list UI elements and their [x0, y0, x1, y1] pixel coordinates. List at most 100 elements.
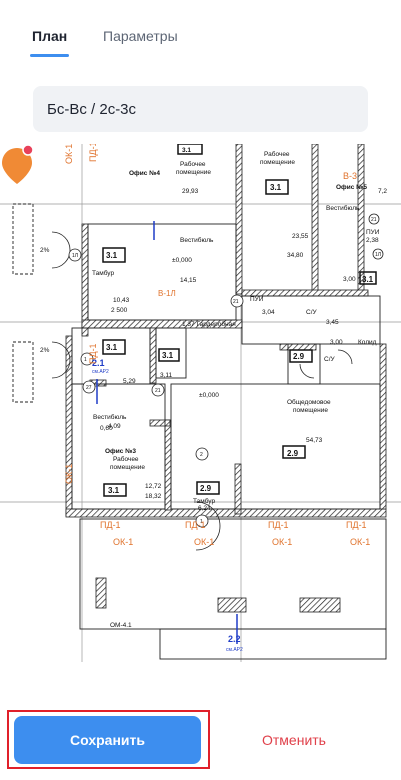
svg-text:3,11: 3,11 — [160, 372, 173, 379]
svg-text:ПД-1: ПД-1 — [185, 520, 206, 530]
door-swings — [51, 231, 353, 551]
svg-text:помещение: помещение — [110, 464, 145, 471]
axis-labels: В-3 ПД-1 ПД-1 ПД-1 ПД-1 ОК-1 ОК-1 ОК-1 О… — [64, 144, 370, 547]
svg-text:2.9: 2.9 — [287, 449, 299, 458]
svg-text:0,60: 0,60 — [100, 425, 113, 432]
svg-text:В-1Л: В-1Л — [158, 289, 176, 298]
svg-text:В-3: В-3 — [343, 171, 357, 181]
svg-text:Общедомовое: Общедомовое — [287, 398, 331, 406]
svg-text:ПД-1: ПД-1 — [268, 520, 289, 530]
svg-text:ОК-1: ОК-1 — [350, 537, 370, 547]
svg-text:54,73: 54,73 — [306, 437, 323, 444]
svg-text:Офис №3: Офис №3 — [105, 448, 136, 455]
svg-text:3.1: 3.1 — [108, 486, 120, 495]
svg-text:ПД-1: ПД-1 — [88, 343, 98, 364]
svg-text:14,15: 14,15 — [180, 277, 197, 284]
svg-text:3,00: 3,00 — [343, 276, 356, 283]
svg-text:С/У: С/У — [324, 356, 336, 363]
tab-parameters[interactable]: Параметры — [103, 28, 178, 44]
svg-text:3,00: 3,00 — [330, 339, 343, 346]
svg-text:±0,000: ±0,000 — [199, 392, 219, 399]
svg-text:ПД-1: ПД-1 — [100, 520, 121, 530]
svg-text:1: 1 — [200, 519, 203, 525]
svg-text:3.1: 3.1 — [362, 275, 374, 284]
location-pin-icon[interactable] — [0, 144, 34, 186]
svg-text:Тамбур: Тамбур — [193, 497, 215, 505]
svg-text:ОК-1: ОК-1 — [272, 537, 292, 547]
plan-selector[interactable]: Бс-Вс / 2с-3с — [33, 86, 368, 132]
svg-text:12,72: 12,72 — [145, 483, 162, 490]
active-tab-indicator — [30, 54, 69, 57]
svg-text:21: 21 — [155, 388, 161, 394]
svg-text:2.1: 2.1 — [92, 358, 105, 368]
svg-text:3.1: 3.1 — [106, 343, 118, 352]
svg-text:см.АР2: см.АР2 — [92, 369, 109, 375]
svg-text:ПУИ: ПУИ — [250, 296, 264, 303]
svg-text:ОК-1: ОК-1 — [64, 144, 74, 164]
svg-text:21: 21 — [371, 217, 377, 223]
svg-text:2.2: 2.2 — [228, 634, 241, 644]
plan-labels: 3.1 Офис №4 Рабочее помещение 29,93 Рабо… — [40, 147, 387, 653]
save-button-highlight — [7, 710, 210, 769]
svg-text:6,24: 6,24 — [198, 505, 211, 512]
svg-text:Тамбур: Тамбур — [92, 269, 114, 277]
circle-markers — [68, 213, 384, 528]
svg-text:ОМ-4.1: ОМ-4.1 — [110, 622, 132, 629]
svg-text:23,55: 23,55 — [292, 233, 309, 240]
svg-text:ОК-1: ОК-1 — [64, 464, 74, 484]
svg-text:2%: 2% — [40, 247, 50, 254]
svg-text:10,43: 10,43 — [113, 297, 130, 304]
svg-text:1,37 Гардеробная: 1,37 Гардеробная — [182, 320, 236, 328]
svg-text:7,2: 7,2 — [378, 188, 387, 195]
floor-plan-drawing: 3.1 Офис №4 Рабочее помещение 29,93 Рабо… — [0, 144, 401, 662]
room-number-boxes — [102, 144, 377, 497]
svg-text:см.АР2: см.АР2 — [226, 647, 243, 653]
svg-text:±0,000: ±0,000 — [172, 257, 192, 264]
grid-lines — [0, 144, 401, 662]
svg-text:5,29: 5,29 — [123, 378, 136, 385]
svg-text:ПУИ: ПУИ — [366, 229, 380, 236]
tab-plan[interactable]: План — [32, 28, 68, 44]
svg-text:2,38: 2,38 — [366, 237, 379, 244]
svg-text:ПД-1: ПД-1 — [346, 520, 367, 530]
svg-text:3,45: 3,45 — [326, 319, 339, 326]
svg-text:Рабочее: Рабочее — [264, 150, 290, 158]
svg-text:Вестибюль: Вестибюль — [326, 204, 360, 212]
svg-text:3,04: 3,04 — [262, 309, 275, 316]
svg-text:Офис №4: Офис №4 — [129, 170, 160, 177]
svg-text:Вестибюль: Вестибюль — [93, 413, 127, 421]
svg-text:помещение: помещение — [260, 159, 295, 166]
svg-text:21: 21 — [233, 299, 239, 305]
svg-text:2.9: 2.9 — [200, 484, 212, 493]
svg-text:2.9: 2.9 — [293, 352, 305, 361]
action-footer: Сохранить Отменить — [0, 700, 401, 780]
svg-text:2 500: 2 500 — [111, 307, 128, 314]
room-outlines — [12, 203, 387, 660]
svg-text:Офис №5: Офис №5 — [336, 184, 367, 191]
svg-text:С/У: С/У — [306, 309, 318, 316]
svg-text:Рабочее: Рабочее — [180, 160, 206, 168]
svg-text:Вестибюль: Вестибюль — [180, 236, 214, 244]
svg-text:2: 2 — [200, 452, 203, 458]
svg-text:1Л: 1Л — [375, 252, 381, 258]
cancel-button[interactable]: Отменить — [262, 732, 326, 748]
save-button[interactable]: Сохранить — [14, 716, 201, 764]
svg-text:ОК-1: ОК-1 — [194, 537, 214, 547]
svg-text:18,32: 18,32 — [145, 493, 162, 500]
svg-text:1: 1 — [84, 357, 87, 363]
svg-text:4,09: 4,09 — [108, 423, 121, 430]
svg-text:3.1: 3.1 — [106, 251, 118, 260]
svg-text:34,80: 34,80 — [287, 252, 304, 259]
svg-text:помещение: помещение — [176, 169, 211, 176]
svg-text:ПД-1: ПД-1 — [88, 144, 98, 162]
svg-text:Колид: Колид — [358, 339, 377, 346]
svg-text:27: 27 — [86, 385, 92, 391]
svg-text:1Л: 1Л — [72, 253, 78, 259]
svg-text:ОК-1: ОК-1 — [113, 537, 133, 547]
svg-text:3.1: 3.1 — [182, 147, 191, 154]
svg-text:помещение: помещение — [293, 407, 328, 414]
svg-text:3.1: 3.1 — [162, 351, 174, 360]
tab-bar: План Параметры — [0, 0, 401, 60]
floor-plan[interactable]: 3.1 Офис №4 Рабочее помещение 29,93 Рабо… — [0, 144, 401, 662]
svg-text:3.1: 3.1 — [270, 183, 282, 192]
